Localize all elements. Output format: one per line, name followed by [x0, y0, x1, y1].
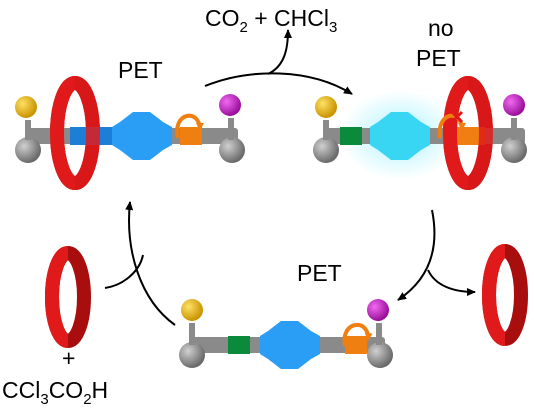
rotation-arrow-icon [342, 322, 373, 347]
core-blue [260, 321, 320, 369]
core-cyan [370, 112, 430, 160]
stopper-right-gray [501, 137, 527, 163]
ring-front [50, 76, 77, 190]
ring-free-right [482, 244, 528, 346]
no-pet-label-line1: no [428, 15, 454, 41]
axle-bottom [179, 299, 393, 369]
arrow-left [125, 201, 176, 326]
arrow-left-branch [104, 254, 144, 289]
red-x-mark-icon [450, 110, 464, 124]
core-blue [112, 112, 172, 160]
station-green [340, 127, 362, 145]
rotaxane-top-right [313, 76, 527, 190]
station-orange [180, 127, 202, 145]
product-label: CO2 + CHCl3 [205, 5, 337, 36]
station-green [228, 336, 250, 354]
stopper-left-gray [313, 137, 339, 163]
stopper-right-gray [367, 342, 393, 368]
rotaxane-top-left [15, 76, 245, 190]
pet-label-left: PET [118, 57, 163, 83]
reagent-label: CCl3CO2H [2, 377, 108, 408]
plus-sign: + [62, 345, 75, 371]
arrow-right [397, 209, 436, 301]
rotation-arrow-icon [437, 113, 466, 139]
stopper-right-magenta [367, 299, 389, 321]
cycle-arrows [104, 29, 476, 326]
stopper-right-magenta [503, 94, 525, 116]
no-pet-label-line2: PET [416, 45, 461, 71]
stopper-left-yellow [181, 299, 203, 321]
pet-label-bottom: PET [297, 260, 342, 286]
rotation-arrow-icon [175, 113, 204, 139]
station-orange [455, 127, 485, 145]
stopper-left-gray [15, 137, 41, 163]
station-orange [345, 336, 367, 354]
ring-free-left [45, 246, 91, 348]
arrow-top [204, 72, 353, 95]
arrow-top-branch [267, 29, 292, 75]
arrow-right-branch [427, 269, 476, 296]
stopper-right-gray [219, 137, 245, 163]
stopper-right-magenta [219, 94, 241, 116]
ring-front [443, 76, 470, 190]
stopper-left-yellow [315, 96, 337, 118]
stopper-left-yellow [15, 96, 37, 118]
stopper-left-gray [179, 342, 205, 368]
